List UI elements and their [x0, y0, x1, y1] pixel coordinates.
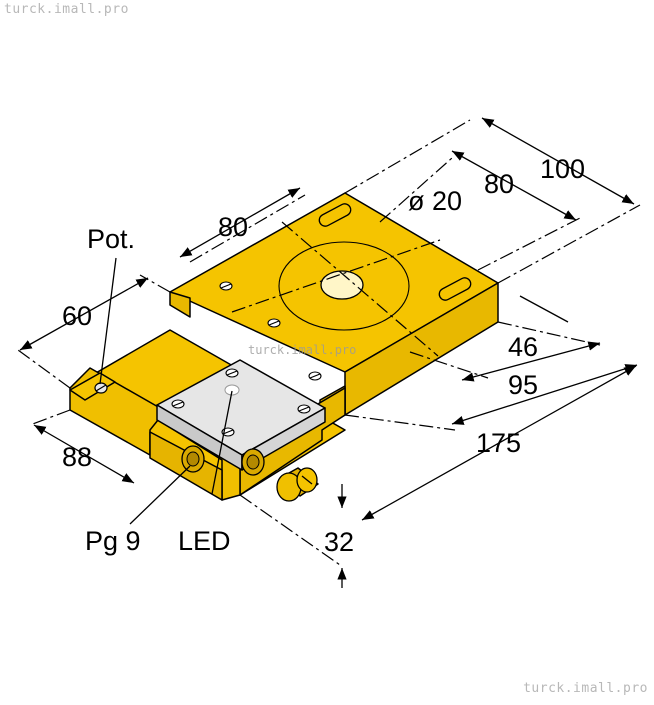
pot-plate	[69, 372, 116, 401]
pg9-leader-1	[129, 465, 191, 525]
watermark-top: turck.imall.pro	[4, 2, 129, 17]
dim-80-top-line	[179, 187, 301, 258]
label-pot: Pot.	[87, 224, 135, 254]
sensor-housing	[69, 192, 499, 502]
mounting-slot-top-icon	[318, 203, 352, 227]
dim-46-label: 46	[508, 332, 538, 362]
dim-95-line	[451, 364, 638, 425]
dim-80-right-line	[451, 150, 577, 221]
dim-88-line	[33, 424, 135, 484]
label-led: LED	[178, 526, 231, 556]
sensing-face-outline	[278, 241, 410, 331]
active-face-icon	[320, 270, 364, 300]
dim-175-label: 175	[476, 428, 521, 458]
cable-gland-left-icon	[181, 445, 205, 473]
sealing-plug-icon	[276, 467, 319, 502]
label-pg9: Pg 9	[85, 526, 141, 556]
dim-88-label: 88	[62, 442, 92, 472]
dim-80-top-label: 80	[218, 212, 248, 242]
cable-gland-right-icon	[241, 448, 265, 476]
dim-60-line	[19, 277, 149, 351]
led-leader	[211, 390, 233, 495]
dim-100-label: 100	[540, 154, 585, 184]
dim-80-right-label: 80	[484, 169, 514, 199]
dim-60-label: 60	[62, 301, 92, 331]
led-indicator-icon	[224, 384, 240, 396]
mounting-slot-right-icon	[438, 277, 472, 301]
dim-95-label: 95	[508, 370, 538, 400]
body-step-face	[169, 291, 191, 318]
watermark-bottom: turck.imall.pro	[523, 681, 648, 696]
pot-leader	[99, 257, 117, 385]
dim-dia20-label: ø 20	[408, 186, 462, 216]
dim-46-lead	[519, 295, 569, 323]
dimension-lines	[17, 117, 641, 588]
dim-32-label: 32	[324, 527, 354, 557]
dim-175-line	[361, 365, 637, 521]
watermark-center: turck.imall.pro	[248, 343, 356, 357]
